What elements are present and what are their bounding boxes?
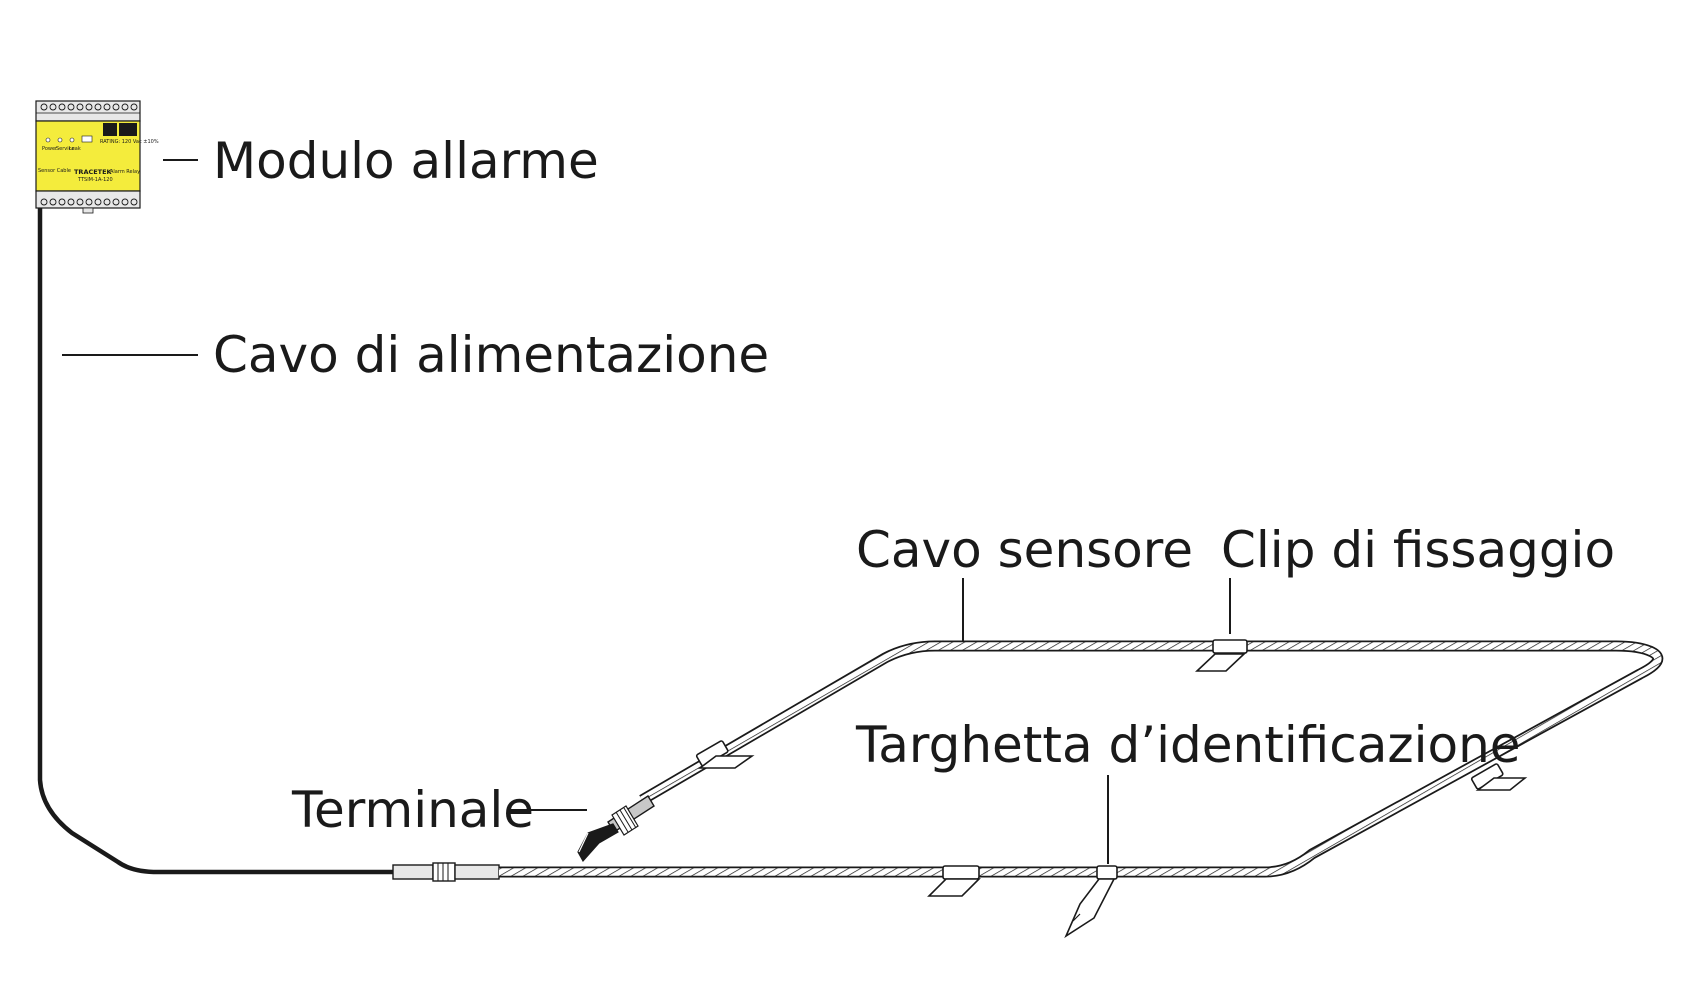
module-din-clip: [82, 207, 94, 214]
module-relay-block-right: [119, 123, 137, 136]
hold-down-clip: [1470, 763, 1528, 791]
power-cable: [37, 208, 395, 875]
end-terminal: [577, 795, 655, 863]
label-alarm-module: Modulo allarme: [213, 132, 599, 190]
hold-down-clip: [695, 740, 755, 769]
module-reset-button: [81, 135, 93, 143]
hold-down-clip: [927, 865, 981, 897]
module-sensor-cable-label: Sensor Cable: [38, 168, 71, 174]
module-indicator-leds: [45, 137, 75, 143]
module-leak-label: Leak: [69, 146, 81, 152]
cable-connector: [392, 862, 500, 882]
alarm-module: Power Service Leak RATING: 120 Vac ±10% …: [35, 100, 159, 214]
module-subtitle: Alarm Relay: [110, 169, 140, 175]
module-rating-label: RATING: 120 Vac ±10%: [100, 139, 159, 145]
module-service-label: Service: [56, 146, 74, 152]
sensor-cable-braid: [499, 642, 1662, 876]
label-hold-down-clip: Clip di fissaggio: [1221, 521, 1615, 579]
label-id-tag: Targhetta d’identificazione: [855, 716, 1521, 774]
module-bottom-terminal-screws: [40, 198, 138, 206]
hold-down-clip: [1194, 639, 1248, 672]
id-tag: [1064, 865, 1118, 939]
module-power-label: Power: [42, 146, 58, 152]
module-brand: TRACETEK: [74, 168, 113, 176]
label-power-cable: Cavo di alimentazione: [213, 326, 769, 384]
module-model: TTSIM-1A-120: [77, 177, 113, 183]
module-relay-block-left: [103, 123, 117, 136]
label-sensor-cable: Cavo sensore: [856, 521, 1193, 579]
module-top-terminal-screws: [40, 103, 138, 111]
label-terminal: Terminale: [291, 781, 534, 839]
